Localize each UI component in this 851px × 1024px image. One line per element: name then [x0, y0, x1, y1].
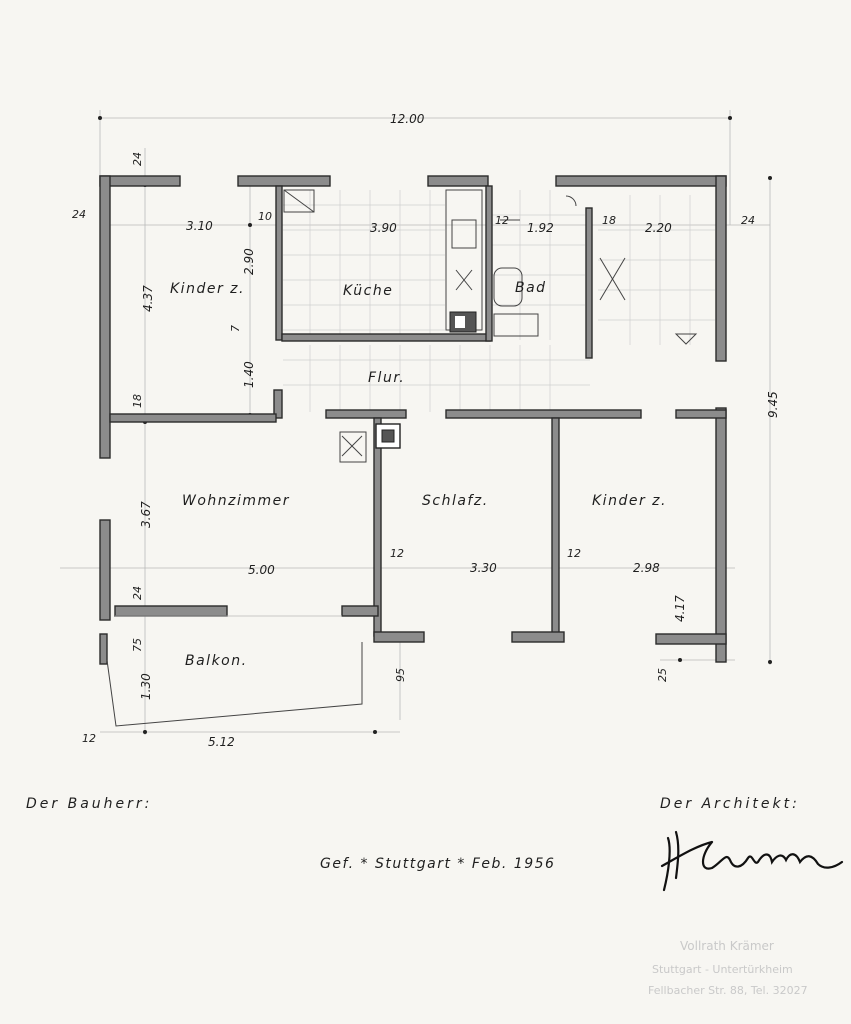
title-block: Der Bauherr: Der Architekt: Gef. * Stutt…: [26, 796, 844, 997]
kitchen-tiles: [283, 190, 445, 340]
dim-7: 7: [229, 325, 242, 332]
dim-75: 75: [131, 638, 144, 652]
dim-5-12: 5.12: [208, 735, 235, 749]
dim-12-schlafz: 12: [390, 547, 404, 560]
room-wohnzimmer: Wohnzimmer: [182, 493, 290, 509]
architekt-label: Der Architekt:: [660, 796, 800, 812]
date-line: Gef. * Stuttgart * Feb. 1956: [320, 856, 555, 872]
room-bad: Bad: [515, 280, 547, 296]
dim-3-67: 3.67: [139, 501, 153, 528]
room-labels: Kinder z. Küche Bad Flur. Wohnzimmer Sch…: [170, 280, 667, 669]
dim-2-20: 2.20: [645, 221, 672, 235]
dim-5-00: 5.00: [248, 563, 275, 577]
dim-3-10: 3.10: [186, 219, 213, 233]
dim-24-left: 24: [72, 208, 86, 221]
bath-tiles: [492, 190, 585, 340]
room-kueche: Küche: [343, 283, 393, 299]
stamp-address: Fellbacher Str. 88, Tel. 32027: [648, 984, 808, 997]
stamp-name: Vollrath Krämer: [680, 939, 774, 953]
dim-1-30: 1.30: [139, 673, 153, 700]
dim-12-kinderz: 12: [567, 547, 581, 560]
stamp-city: Stuttgart - Untertürkheim: [652, 963, 793, 976]
dim-18-top: 18: [602, 214, 616, 227]
dim-1-92: 1.92: [527, 221, 554, 235]
dim-4-37: 4.37: [141, 285, 155, 312]
dim-3-30: 3.30: [470, 561, 497, 575]
dim-24-bottom: 24: [131, 586, 144, 600]
architect-signature: [660, 830, 844, 892]
dim-25: 25: [656, 668, 669, 682]
fixtures: [106, 189, 698, 727]
stair-tiles: [598, 195, 715, 345]
dim-10: 10: [258, 210, 272, 223]
walls: [99, 175, 727, 665]
dim-24-right: 24: [741, 214, 755, 227]
room-kinderzimmer-right: Kinder z.: [592, 493, 667, 509]
dim-overall-depth: 9.45: [766, 391, 780, 418]
dim-2-98: 2.98: [633, 561, 660, 575]
room-schlafzimmer: Schlafz.: [422, 493, 489, 509]
dim-overall-width: 12.00: [390, 112, 425, 126]
room-balkon: Balkon.: [185, 653, 248, 669]
room-flur: Flur.: [368, 370, 405, 386]
room-kinderzimmer-left: Kinder z.: [170, 281, 245, 297]
bauherr-label: Der Bauherr:: [26, 796, 152, 812]
dim-1-40: 1.40: [242, 361, 256, 388]
hall-tiles: [283, 345, 590, 412]
dim-95: 95: [394, 668, 407, 682]
dim-2-90: 2.90: [242, 248, 256, 275]
dim-24-top-left: 24: [131, 152, 144, 166]
dimension-labels: 12.00 9.45 24 24 3.10 10 3.90 12 1.92 18…: [72, 112, 780, 749]
dim-12-top: 12: [495, 214, 509, 227]
dim-18-left: 18: [131, 394, 144, 408]
dim-4-17: 4.17: [673, 595, 687, 622]
dim-12-bottom: 12: [82, 732, 96, 745]
dim-3-90: 3.90: [370, 221, 397, 235]
